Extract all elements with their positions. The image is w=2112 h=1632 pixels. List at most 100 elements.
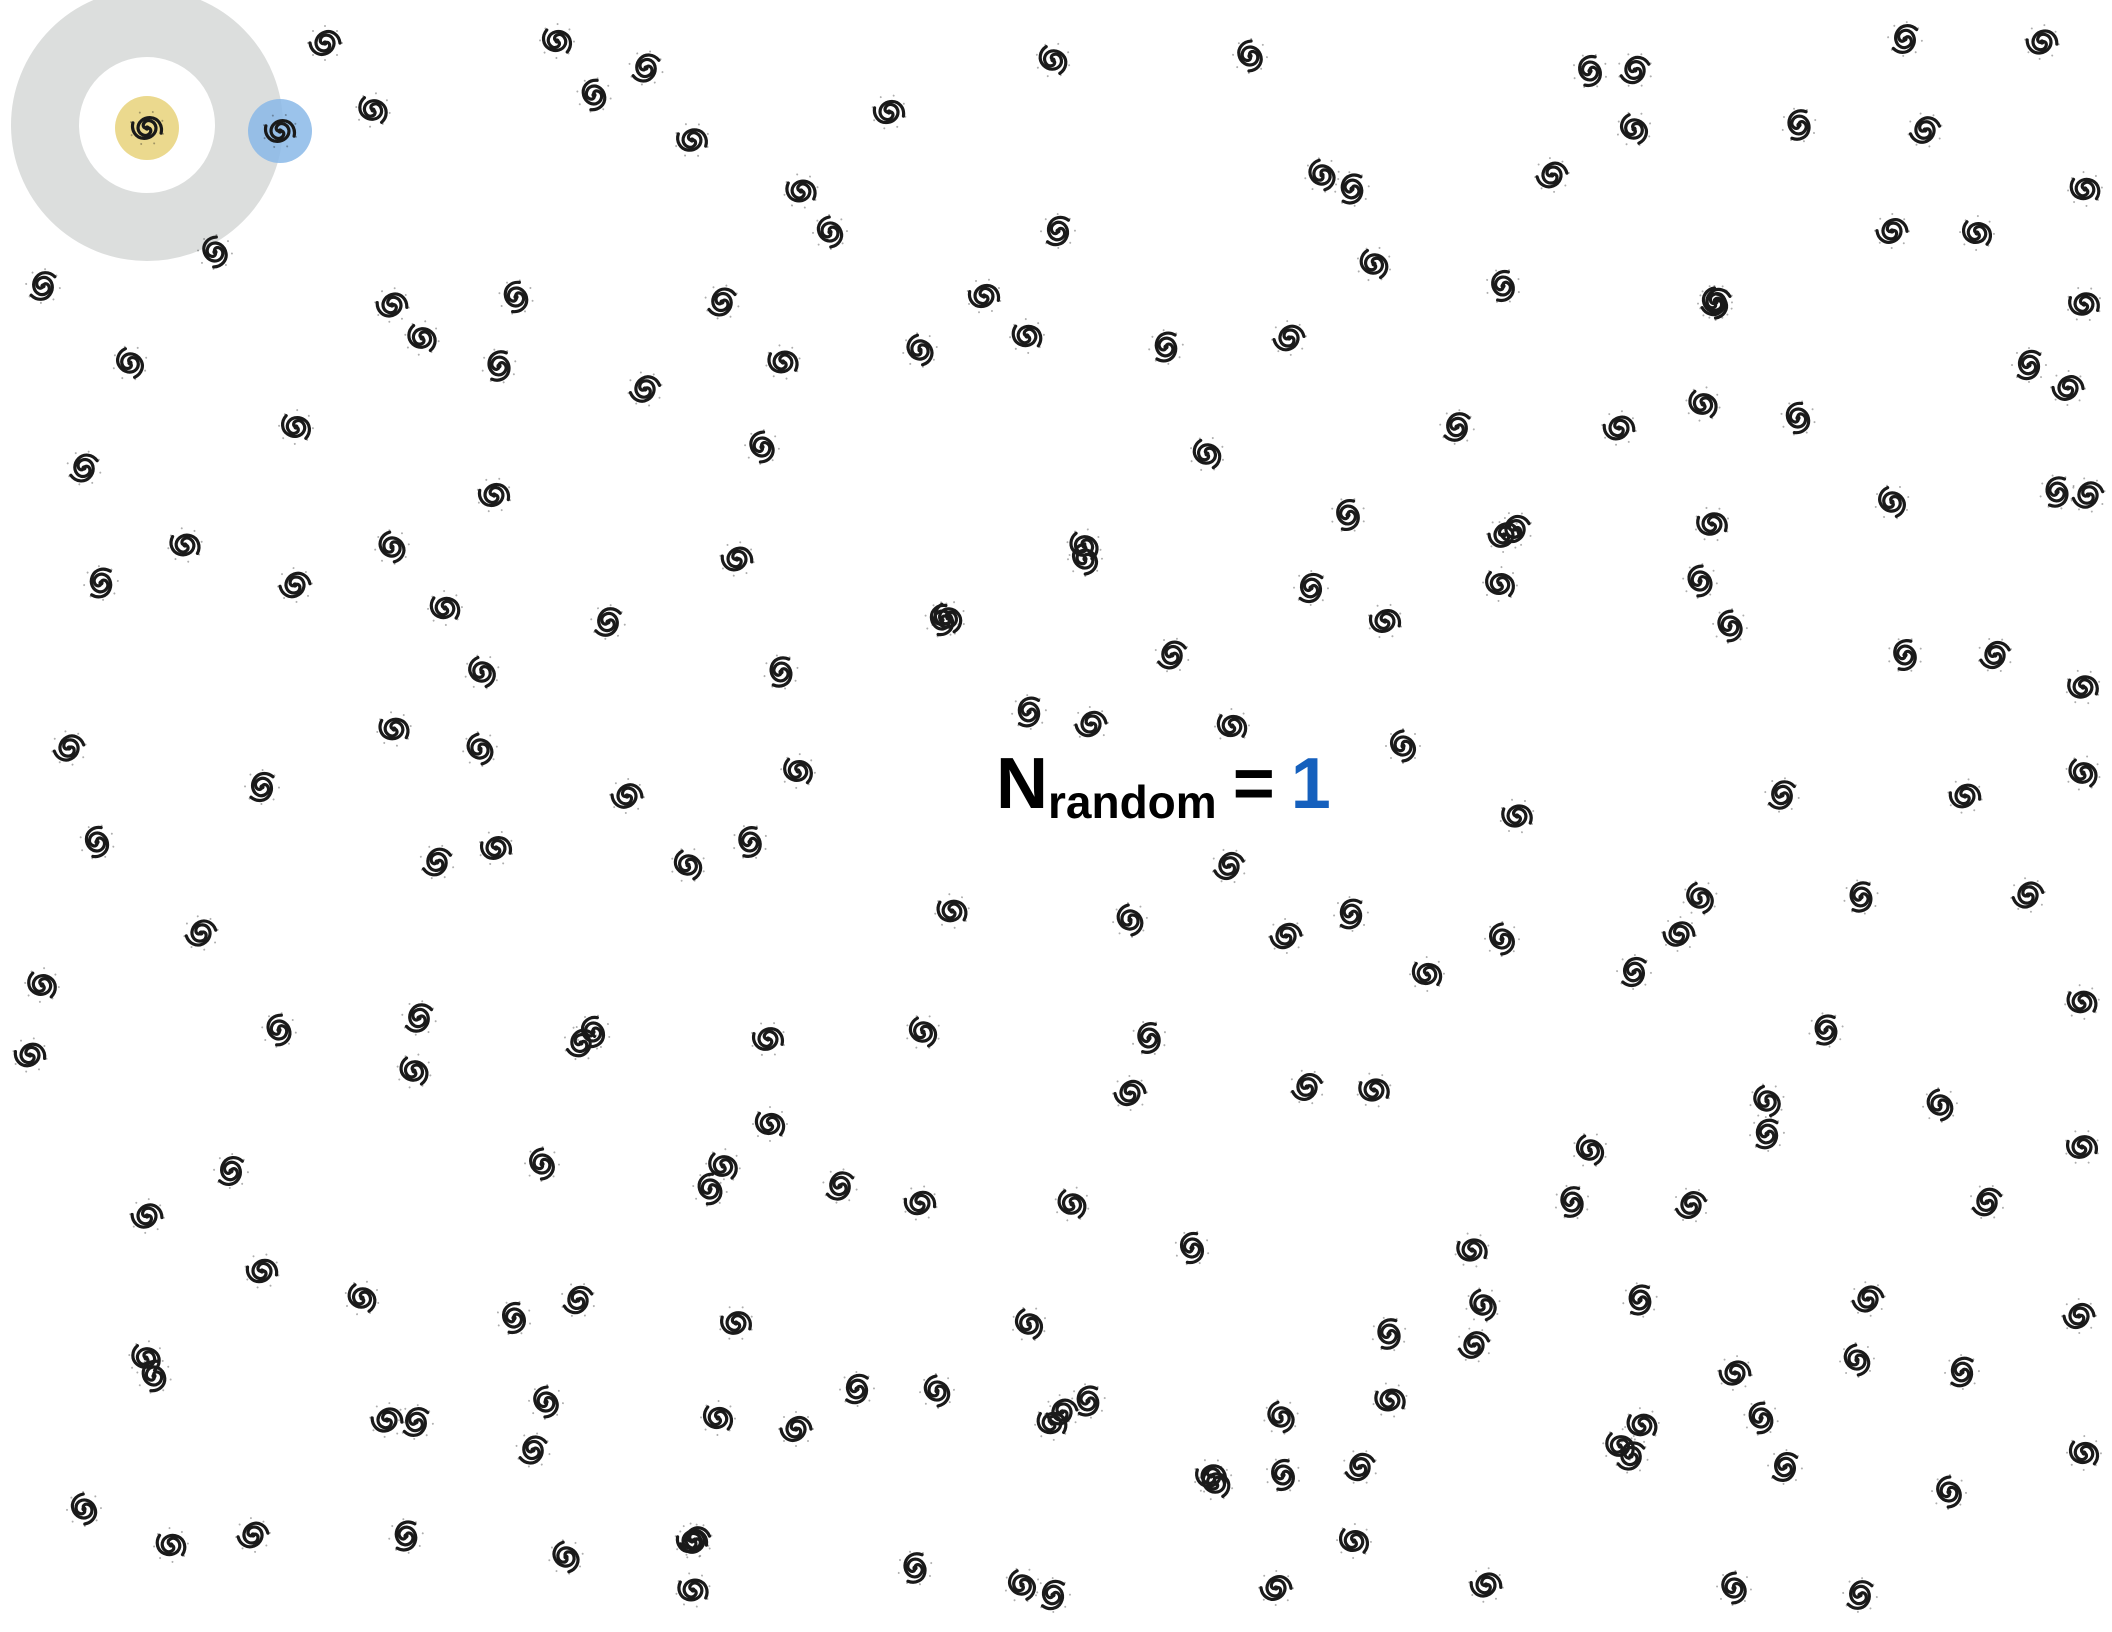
galaxy-icon [1269, 318, 1309, 358]
galaxy-icon [307, 25, 343, 61]
galaxy-icon [1688, 500, 1736, 548]
galaxy-icon [1141, 322, 1191, 372]
galaxy-icon [1742, 1109, 1793, 1160]
galaxy-icon [527, 1383, 565, 1421]
galaxy-icon [1837, 1340, 1876, 1379]
galaxy-icon [1033, 206, 1084, 257]
galaxy-icon [664, 841, 711, 888]
galaxy-icon [65, 1490, 103, 1528]
galaxy-icon [1231, 37, 1269, 75]
galaxy-icon [271, 402, 322, 453]
galaxy-icon [471, 472, 516, 517]
n-random-label: Nrandom=1 [980, 740, 1347, 828]
galaxy-icon [745, 1099, 796, 1150]
galaxy-icon [1336, 1443, 1383, 1490]
galaxy-icon [1002, 311, 1053, 362]
galaxy-icon [258, 1009, 299, 1050]
galaxy-icon [180, 912, 222, 954]
galaxy-icon [745, 1016, 792, 1063]
galaxy-icon [394, 993, 444, 1043]
label-symbol: N [996, 744, 1048, 824]
galaxy-icon [1432, 402, 1482, 452]
galaxy-icon [76, 558, 127, 609]
galaxy-icon [1881, 631, 1928, 678]
galaxy-icon [726, 818, 774, 866]
galaxy-icon [1598, 407, 1640, 449]
galaxy-icon [1615, 1275, 1665, 1325]
galaxy-icon [1567, 48, 1613, 94]
galaxy-icon [1669, 1183, 1714, 1228]
galaxy-icon [1110, 900, 1150, 940]
galaxy-icon [900, 1009, 947, 1056]
galaxy-icon [776, 166, 826, 216]
galaxy-icon [348, 85, 398, 135]
galaxy-icon [1004, 687, 1055, 738]
label-value: 1 [1291, 744, 1331, 824]
galaxy-icon [608, 777, 646, 815]
galaxy-icon [75, 820, 120, 865]
galaxy-icon [1714, 1568, 1753, 1607]
galaxy-icon [1183, 430, 1231, 478]
galaxy-icon [758, 337, 808, 387]
galaxy-icon [1847, 1278, 1888, 1319]
galaxy-icon [898, 1181, 942, 1225]
galaxy-icon [1944, 775, 1987, 818]
galaxy-icon [381, 1511, 431, 1561]
galaxy-icon [1475, 559, 1526, 610]
galaxy-icon [867, 90, 912, 135]
galaxy-icon [1447, 1225, 1496, 1274]
galaxy-icon [413, 838, 461, 886]
galaxy-icon [48, 727, 91, 770]
galaxy-icon [621, 43, 670, 92]
galaxy-icon [460, 729, 501, 770]
galaxy-icon [1169, 1225, 1214, 1270]
galaxy-icon [2058, 748, 2107, 797]
galaxy-icon [1548, 1178, 1596, 1226]
galaxy-icon [2007, 874, 2049, 916]
galaxy-icon [160, 520, 210, 570]
galaxy-icon [1072, 705, 1110, 743]
galaxy-icon [1874, 213, 1911, 250]
galaxy-icon [1678, 379, 1728, 429]
galaxy-icon [369, 704, 419, 754]
galaxy-icon [107, 340, 152, 385]
galaxy-icon [1757, 770, 1807, 820]
galaxy-icon [1567, 1127, 1614, 1174]
galaxy-icon [532, 16, 583, 67]
galaxy-icon [742, 427, 782, 467]
galaxy-icon [2049, 369, 2086, 406]
galaxy-icon [1972, 632, 2018, 678]
galaxy-icon [2022, 22, 2063, 63]
galaxy-icon [1880, 14, 1931, 65]
galaxy-icon [891, 1544, 940, 1593]
galaxy-icon [2059, 1428, 2110, 1479]
galaxy-icon [1532, 155, 1572, 195]
galaxy-icon [1006, 1301, 1052, 1347]
galaxy-icon [1680, 561, 1721, 602]
galaxy-icon [2059, 1124, 2106, 1171]
galaxy-icon [1801, 1005, 1851, 1055]
galaxy-icon [473, 825, 519, 871]
galaxy-icon [1775, 101, 1824, 150]
galaxy-icon [899, 329, 941, 371]
galaxy-icon [460, 650, 505, 695]
galaxy-icon [1609, 947, 1660, 998]
galaxy-icon [1148, 631, 1197, 680]
galaxy-icon [1111, 1074, 1148, 1111]
galaxy-icon [1461, 1283, 1504, 1326]
galaxy-icon [18, 261, 69, 312]
galaxy-icon [1365, 1310, 1413, 1358]
galaxy-icon [475, 342, 524, 391]
galaxy-icon [371, 526, 412, 567]
galaxy-icon [1920, 1085, 1960, 1125]
galaxy-icon [554, 1276, 602, 1324]
galaxy-icon [1465, 1564, 1506, 1605]
galaxy-icon [1125, 1014, 1173, 1062]
galaxy-icon [712, 1299, 759, 1346]
galaxy-icon [2060, 280, 2108, 328]
galaxy-icon [491, 1295, 537, 1341]
label-equals: = [1233, 744, 1275, 824]
galaxy-icon [391, 1397, 442, 1448]
galaxy-icon [832, 1364, 883, 1415]
